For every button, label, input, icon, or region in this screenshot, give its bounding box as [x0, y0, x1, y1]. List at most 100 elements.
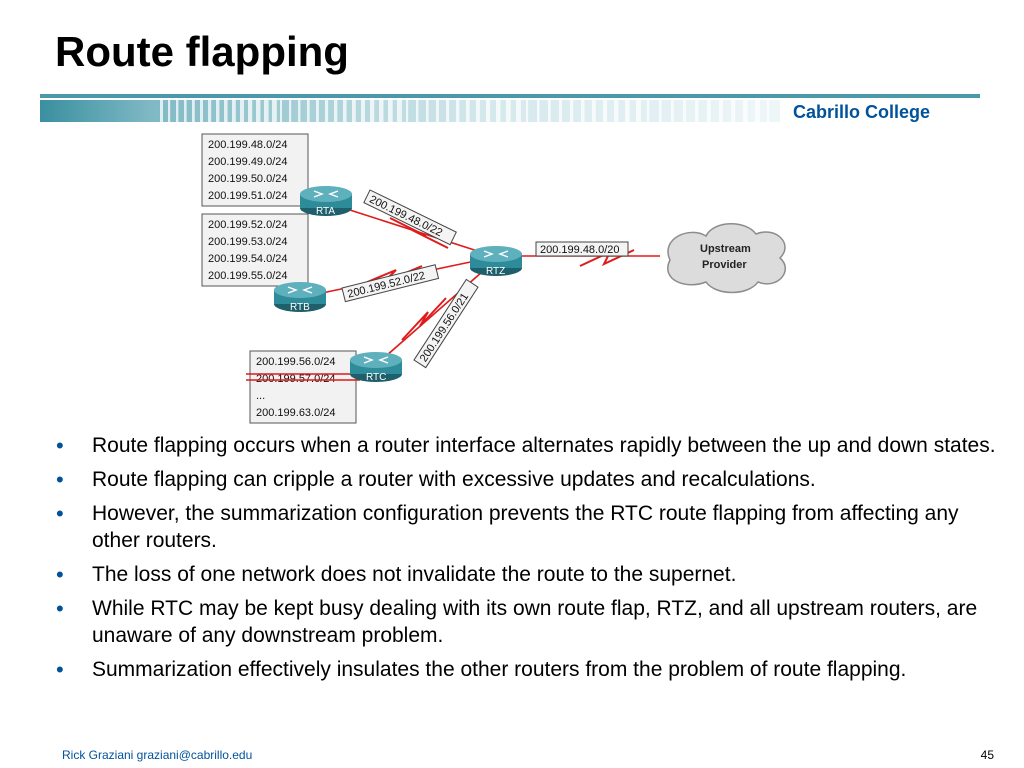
band-stripe	[446, 100, 450, 122]
router-rtc: RTC	[350, 352, 402, 383]
cloud-label: Upstream	[700, 243, 751, 255]
rta-network-box: 200.199.48.0/24 200.199.49.0/24 200.199.…	[201, 133, 309, 207]
cloud-label: Provider	[702, 259, 747, 271]
band-stripe	[224, 100, 228, 122]
band-stripe	[248, 100, 253, 122]
band-stripe	[436, 100, 439, 122]
serial-zigzag	[389, 217, 449, 249]
link-label-text: 200.199.48.0/20	[540, 244, 620, 256]
band-stripe	[707, 100, 711, 122]
band-stripe	[671, 100, 674, 122]
network-label: 200.199.49.0/24	[208, 156, 288, 168]
bullet-item: While RTC may be kept busy dealing with …	[56, 595, 996, 649]
band-stripe	[200, 100, 203, 122]
network-label: 200.199.51.0/24	[208, 190, 288, 202]
rtc-network-box: 200.199.56.0/24 200.199.57.0/24 ... 200.…	[246, 350, 360, 424]
band-stripe	[240, 100, 244, 122]
router-label: RTZ	[486, 266, 505, 277]
band-stripe	[603, 100, 608, 122]
network-label: 200.199.50.0/24	[208, 173, 288, 185]
band-stripe	[731, 100, 736, 122]
band-stripe	[256, 100, 261, 122]
band-stripe	[406, 100, 409, 122]
band-stripe	[516, 100, 521, 122]
band-stripe	[767, 100, 770, 122]
bullet-item: The loss of one network does not invalid…	[56, 561, 996, 588]
band-stripe	[379, 100, 384, 122]
band-stripe	[426, 100, 429, 122]
rtb-network-box: 200.199.52.0/24 200.199.53.0/24 200.199.…	[201, 213, 309, 287]
band-stripe	[743, 100, 748, 122]
band-stripe	[216, 100, 220, 122]
band-stripe	[719, 100, 723, 122]
network-label: 200.199.55.0/24	[208, 270, 288, 282]
band-stripe	[343, 100, 347, 122]
network-label: ...	[256, 390, 265, 402]
band-stripe	[559, 100, 562, 122]
footer-author: Rick Graziani graziani@cabrillo.edu	[62, 748, 253, 762]
band-stripe	[388, 100, 393, 122]
router-rta: RTA	[300, 186, 352, 217]
band-stripe	[548, 100, 551, 122]
page-number: 45	[980, 748, 994, 762]
band-stripe	[316, 100, 319, 122]
network-label: 200.199.54.0/24	[208, 253, 288, 265]
band-stripe	[526, 100, 529, 122]
band-stripe	[496, 100, 501, 122]
serial-zigzag	[401, 297, 447, 341]
slide-title: Route flapping	[55, 28, 349, 75]
band-stripe	[683, 100, 687, 122]
band-stripe	[232, 100, 236, 122]
band-stripe	[456, 100, 460, 122]
band-stripe	[298, 100, 301, 122]
band-stripe	[486, 100, 491, 122]
network-label: 200.199.48.0/24	[208, 139, 288, 151]
band-stripe	[280, 100, 282, 122]
cloud-icon	[667, 223, 786, 294]
band-stripe	[614, 100, 619, 122]
band-stripe	[506, 100, 511, 122]
router-rtz: RTZ	[470, 246, 522, 277]
upstream-provider-cloud: Upstream Provider	[667, 223, 786, 294]
bullet-list: Route flapping occurs when a router inte…	[56, 432, 996, 690]
link-rtc-rtz	[377, 264, 491, 364]
band-stripe	[361, 100, 366, 122]
band-stripe	[307, 100, 310, 122]
network-label: 200.199.57.0/24	[256, 373, 336, 385]
band-stripe	[334, 100, 338, 122]
network-label: 200.199.53.0/24	[208, 236, 288, 248]
band-stripe	[659, 100, 662, 122]
router-label: RTC	[366, 372, 386, 383]
router-label: RTB	[290, 302, 310, 313]
bullet-item: Route flapping can cripple a router with…	[56, 466, 996, 493]
band-stripe	[168, 100, 171, 122]
band-stripe	[416, 100, 419, 122]
network-label: 200.199.63.0/24	[256, 407, 336, 419]
band-stripe	[466, 100, 470, 122]
band-stripe	[160, 100, 163, 122]
band-stripe	[192, 100, 195, 122]
band-stripe	[647, 100, 650, 122]
band-stripe	[592, 100, 596, 122]
band-stripe	[625, 100, 630, 122]
link-rta-rtz	[324, 201, 491, 256]
band-stripe	[397, 100, 402, 122]
band-stripe	[272, 100, 277, 122]
band-stripe	[570, 100, 574, 122]
band-stripe	[264, 100, 269, 122]
link-label-text: 200.199.48.0/22	[367, 194, 444, 240]
network-diagram: 200.199.48.0/24 200.199.49.0/24 200.199.…	[201, 133, 786, 424]
band-stripe	[695, 100, 699, 122]
header-band	[40, 94, 980, 122]
band-stripe	[325, 100, 329, 122]
band-stripe	[184, 100, 187, 122]
link-label-rtb-rtz: 200.199.52.0/22	[341, 264, 440, 303]
router-arrows-icon	[363, 356, 389, 364]
serial-zigzag	[579, 249, 635, 267]
band-stripe	[289, 100, 292, 122]
band-stripe	[208, 100, 212, 122]
band-stripe	[352, 100, 356, 122]
router-arrows-icon	[313, 190, 339, 198]
router-arrows-icon	[287, 286, 313, 294]
router-arrows-icon	[483, 250, 509, 258]
